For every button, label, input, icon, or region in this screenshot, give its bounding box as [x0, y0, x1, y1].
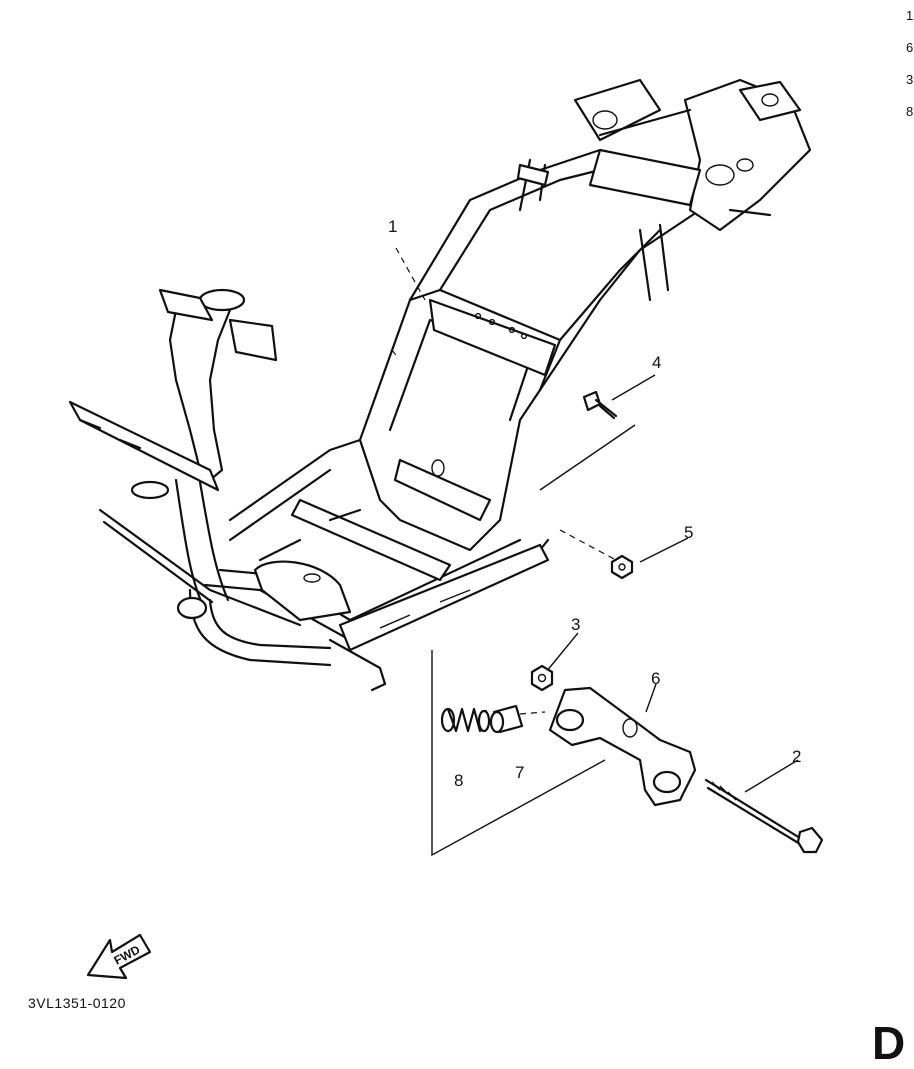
- margin-char: 1: [906, 8, 914, 23]
- collar-7: [489, 704, 524, 734]
- callout-1: 1: [388, 217, 397, 236]
- callout-4: 4: [652, 353, 661, 372]
- callout-8: 8: [454, 771, 463, 790]
- callout-6: 6: [651, 669, 660, 688]
- leader-lines: [391, 247, 799, 857]
- callout-labels: 1 2 3 4 5 6 7 8: [388, 217, 801, 790]
- spring-8: [440, 707, 491, 733]
- corner-glyph: D: [872, 1017, 906, 1069]
- frame-assembly: [68, 78, 812, 692]
- margin-char: 8: [906, 104, 914, 119]
- nut-5: [610, 554, 634, 580]
- margin-char: 6: [906, 40, 914, 55]
- nut-3: [530, 664, 554, 692]
- bolt-4: [582, 390, 618, 420]
- fwd-arrow-icon: FWD: [86, 933, 152, 980]
- bracket-6: [548, 686, 697, 807]
- part-code: 3VL1351-0120: [28, 995, 126, 1011]
- long-bolt-2: [704, 778, 824, 854]
- callout-7: 7: [515, 763, 524, 782]
- margin-characters: 1 6 3 8: [906, 0, 914, 128]
- callout-3: 3: [571, 615, 580, 634]
- margin-char: 3: [906, 72, 914, 87]
- callout-5: 5: [684, 523, 693, 542]
- callout-2: 2: [792, 747, 801, 766]
